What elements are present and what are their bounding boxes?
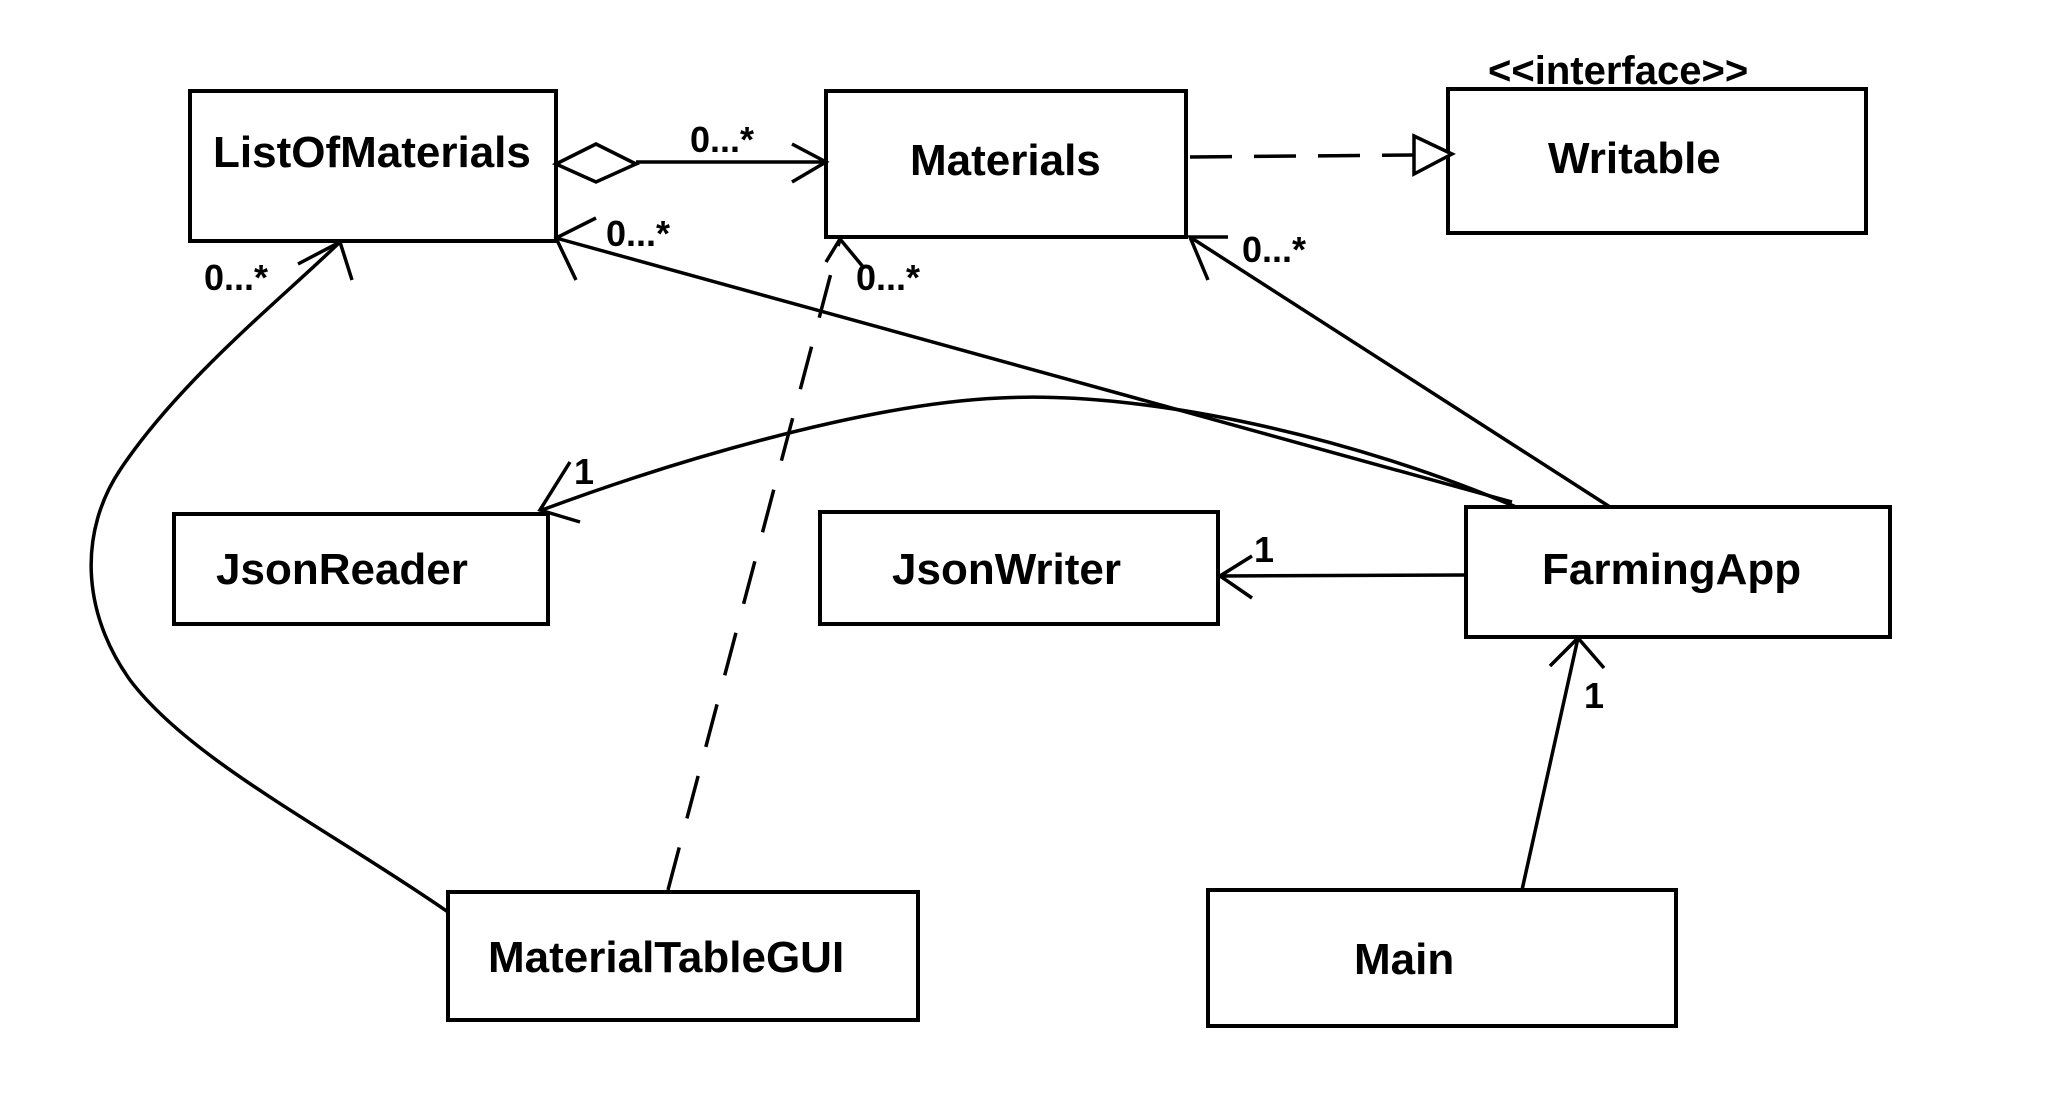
aggregation-list-to-materials bbox=[551, 142, 830, 184]
class-jsonwriter-label: JsonWriter bbox=[892, 545, 1121, 594]
class-main[interactable]: Main bbox=[1206, 888, 1678, 1028]
multiplicity-list-to-materials: 0...* bbox=[690, 119, 754, 160]
class-farmingapp[interactable]: FarmingApp bbox=[1464, 505, 1892, 639]
multiplicity-farming-to-list: 0...* bbox=[606, 213, 670, 254]
multiplicity-farming-to-materials: 0...* bbox=[1242, 229, 1306, 270]
class-writable[interactable]: Writable bbox=[1446, 87, 1868, 235]
class-main-label: Main bbox=[1354, 935, 1454, 984]
multiplicity-farming-to-writer: 1 bbox=[1254, 529, 1274, 570]
class-listofmaterials-label: ListOfMaterials bbox=[213, 128, 531, 177]
class-writable-label: Writable bbox=[1548, 134, 1721, 183]
realization-materials-to-writable bbox=[1189, 133, 1456, 177]
class-listofmaterials[interactable]: ListOfMaterials bbox=[188, 89, 558, 243]
class-farmingapp-label: FarmingApp bbox=[1542, 545, 1801, 594]
realization-triangle bbox=[1412, 133, 1456, 177]
aggregation-diamond bbox=[551, 142, 641, 184]
multiplicity-main-to-farming: 1 bbox=[1584, 675, 1604, 716]
interface-stereotype: <<interface>> bbox=[1488, 49, 1748, 93]
multiplicity-farming-to-reader: 1 bbox=[574, 451, 594, 492]
class-jsonwriter[interactable]: JsonWriter bbox=[818, 510, 1220, 626]
arrowhead bbox=[1216, 554, 1253, 600]
arrowhead bbox=[553, 216, 597, 281]
arrowhead bbox=[1187, 235, 1228, 281]
association-farmingapp-to-jsonwriter bbox=[1216, 554, 1467, 600]
arrowhead bbox=[824, 235, 866, 270]
arrowhead bbox=[1548, 635, 1606, 670]
multiplicity-gui-to-list: 0...* bbox=[204, 257, 268, 298]
class-jsonreader[interactable]: JsonReader bbox=[172, 512, 550, 626]
multiplicity-gui-to-materials: 0...* bbox=[856, 257, 920, 298]
class-materialtablegui-label: MaterialTableGUI bbox=[488, 933, 844, 982]
arrowhead bbox=[297, 239, 354, 281]
association-farmingapp-to-listofmaterials bbox=[553, 216, 1513, 504]
class-materialtablegui[interactable]: MaterialTableGUI bbox=[446, 890, 920, 1022]
class-materials[interactable]: Materials bbox=[824, 89, 1188, 239]
association-main-to-farmingapp bbox=[1520, 635, 1606, 891]
class-materials-label: Materials bbox=[910, 136, 1101, 185]
association-farmingapp-to-jsonreader bbox=[537, 395, 1517, 524]
dependency-gui-to-materials bbox=[666, 235, 866, 891]
arrowhead bbox=[537, 461, 581, 524]
association-gui-to-listofmaterials bbox=[89, 239, 449, 914]
arrowhead bbox=[791, 142, 830, 184]
association-farmingapp-to-materials bbox=[1187, 235, 1611, 509]
class-jsonreader-label: JsonReader bbox=[216, 545, 468, 594]
